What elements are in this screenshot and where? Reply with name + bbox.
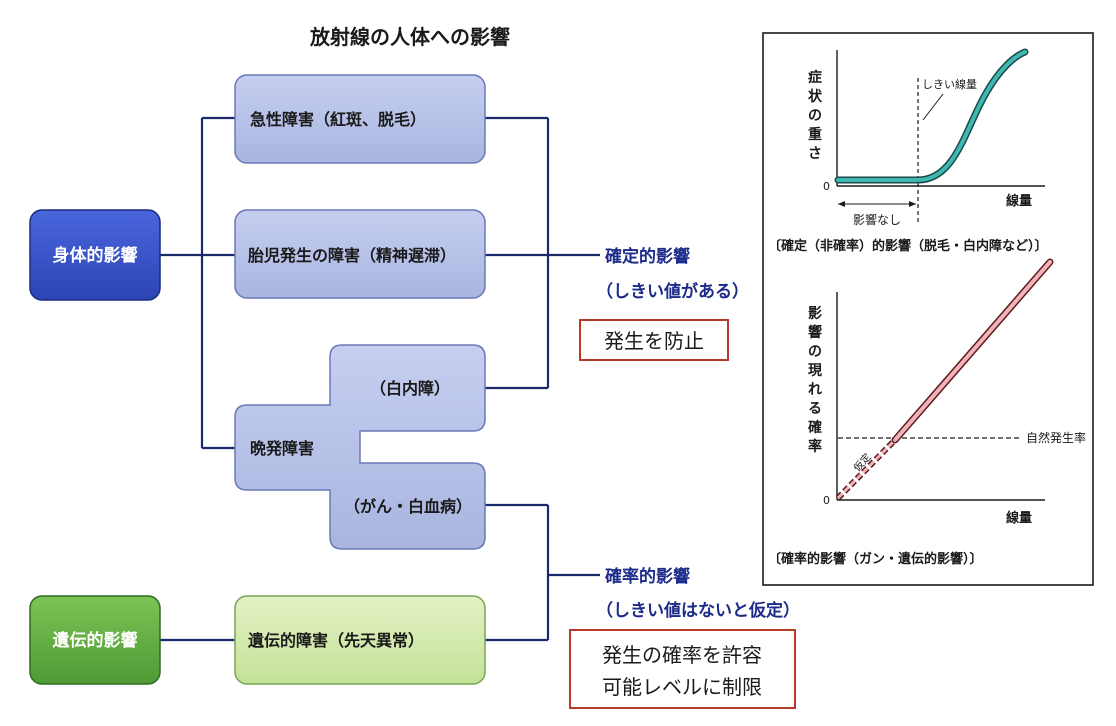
hereditary-disorder-label: 遺伝的障害（先天異常）	[248, 631, 424, 650]
prevent-occurrence-label: 発生を防止	[604, 329, 704, 353]
dose-axis-label: 線量	[1006, 510, 1032, 526]
threshold-pointer	[922, 93, 944, 121]
axis-label-char: 状	[808, 88, 823, 105]
axis-label-char: る	[808, 401, 822, 417]
limit-probability-box: 発生の確率を許容 可能レベルに制限	[569, 629, 796, 709]
natural-incidence-label: 自然発生率	[1026, 430, 1086, 445]
genetic-effects-label: 遺伝的影響	[53, 630, 138, 651]
late-effects-box: 晩発障害 （白内障） （がん・白血病）	[234, 344, 486, 550]
stochastic-threshold-note: （しきい値はないと仮定）	[596, 600, 800, 621]
dose-axis-label: 線量	[1006, 193, 1032, 209]
acute-disorder-box: 急性障害（紅斑、脱毛）	[234, 74, 486, 164]
deterministic-graph-caption: 〔確定（非確率）的影響（脱毛・白内障など）〕	[768, 238, 1048, 254]
origin-label: 0	[823, 180, 830, 193]
axis-label-char: れ	[808, 382, 822, 398]
axis-label-char: 影	[808, 306, 822, 322]
no-effect-label: 影響なし	[853, 212, 901, 227]
somatic-effects-box: 身体的影響	[29, 209, 161, 301]
axis-label-char: さ	[808, 146, 822, 162]
cancer-leukemia-label: （がん・白血病）	[344, 497, 472, 516]
fetal-disorder-label: 胎児発生の障害（精神遅滞）	[248, 246, 456, 265]
axis-label-char: 確	[808, 419, 822, 436]
diagram-title: 放射線の人体への影響	[309, 25, 510, 49]
limit-probability-line1: 発生の確率を許容	[602, 643, 762, 667]
no-effect-arrowhead-right	[909, 201, 916, 207]
stochastic-graph-caption: 〔確率的影響（ガン・遺伝的影響）〕	[768, 551, 983, 567]
limit-probability-line2: 可能レベルに制限	[602, 675, 762, 699]
axis-label-char: 重	[808, 126, 822, 143]
fetal-disorder-box: 胎児発生の障害（精神遅滞）	[234, 209, 486, 299]
somatic-effects-label: 身体的影響	[53, 245, 138, 266]
threshold-dose-label: しきい線量	[922, 77, 977, 91]
tree-connectors	[160, 116, 600, 642]
stochastic-effect-label: 確率的影響	[605, 566, 690, 587]
prevent-occurrence-box: 発生を防止	[579, 319, 729, 361]
no-effect-arrowhead-left	[838, 201, 845, 207]
deterministic-threshold-note: （しきい値がある）	[596, 281, 749, 302]
origin-label: 0	[823, 494, 830, 507]
axis-label-char: の	[808, 108, 822, 124]
axis-label-char: 響	[808, 324, 822, 341]
acute-disorder-label: 急性障害（紅斑、脱毛）	[250, 110, 426, 129]
axis-label-char: 率	[808, 438, 822, 455]
late-effects-label: 晩発障害	[250, 439, 314, 458]
hereditary-disorder-box: 遺伝的障害（先天異常）	[234, 595, 486, 685]
linear-response-line	[893, 260, 1052, 442]
assumed-extrapolation-line	[836, 438, 897, 500]
genetic-effects-box: 遺伝的影響	[29, 595, 161, 685]
axis-label-char: 症	[808, 69, 822, 86]
axis-label-char: の	[808, 344, 822, 360]
deterministic-effect-label: 確定的影響	[605, 246, 690, 267]
cataract-label: （白内障）	[370, 379, 450, 398]
dose-response-curve	[836, 50, 1027, 182]
axis-label-char: 現	[808, 363, 822, 379]
graph-panel-frame	[762, 32, 1094, 586]
